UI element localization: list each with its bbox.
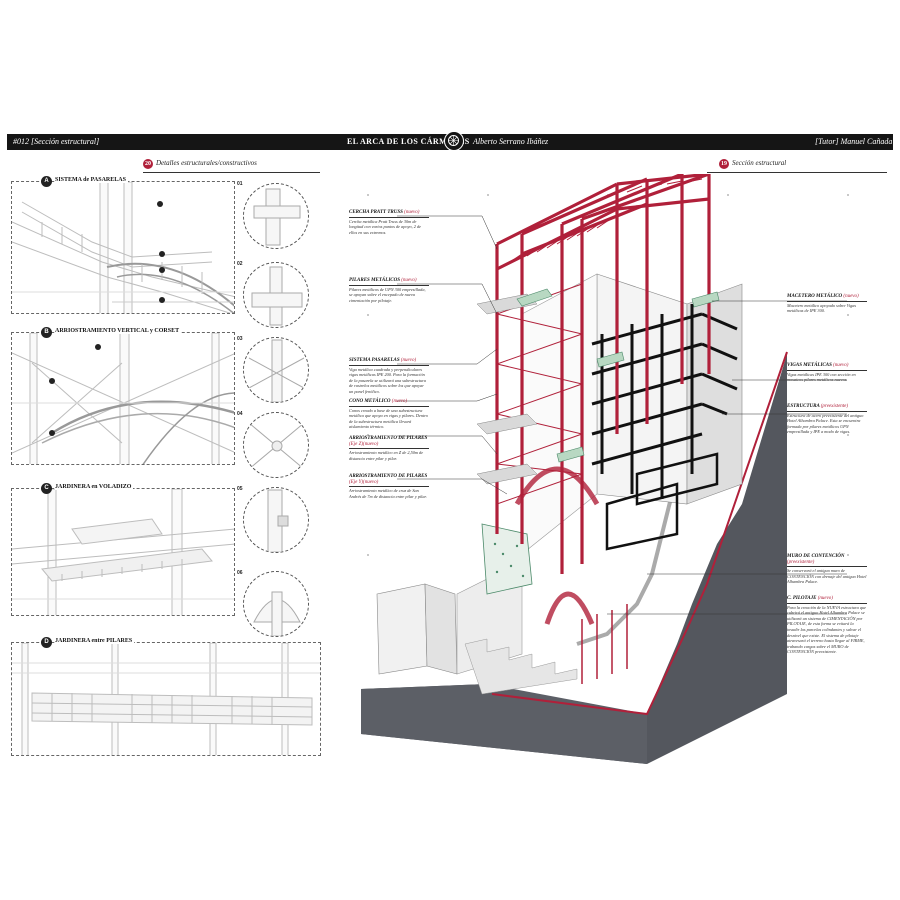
note-title: MURO DE CONTENCIÓN <box>787 554 845 559</box>
note-metal-cone: CONO METÁLICO (nuevo) Conos creado a bas… <box>349 399 429 430</box>
note-title: ESTRUCTURA <box>787 404 820 409</box>
note-tag: (nuevo) <box>404 210 420 215</box>
panel-d <box>11 642 321 756</box>
panel-b <box>11 332 235 465</box>
note-tag: (nuevo) <box>401 278 417 283</box>
detail-number: 02 <box>237 261 243 267</box>
note-pratt-truss: CERCHA PRATT TRUSS (nuevo) Cercha metáli… <box>349 210 429 235</box>
note-title: CERCHA PRATT TRUSS <box>349 210 403 215</box>
note-title: ARRIOSTRAMIENTO DE PILARES <box>349 474 428 479</box>
detail-circle-02 <box>243 262 309 328</box>
note-body: Se conservará el antiguo muro de CONTENC… <box>787 568 867 585</box>
panel-c-badge: C <box>41 483 52 494</box>
planter-between-pillars-drawing <box>12 643 320 755</box>
section-number: 19 <box>719 159 729 169</box>
note-bracing-y: ARRIOSTRAMIENTO DE PILARES (Eje Y)(nuevo… <box>349 474 429 499</box>
detail-circle-05 <box>243 487 309 553</box>
panel-a-title: SISTEMA de PASARELAS <box>55 177 128 183</box>
panel-b-badge: B <box>41 327 52 338</box>
title-bar: #012 [Sección estructural] EL ARCA DE LO… <box>7 131 893 151</box>
note-title: VIGAS METÁLICAS <box>787 363 832 368</box>
detail-circle-04 <box>243 412 309 478</box>
note-body: Vigas metálicas IPE 300 con sección en m… <box>787 371 856 383</box>
drawing-sheet: #012 [Sección estructural] EL ARCA DE LO… <box>7 131 893 764</box>
note-existing-structure: ESTRUCTURA (preexistente) Estructura de … <box>787 404 867 435</box>
note-title: SISTEMA PASARELAS <box>349 358 400 363</box>
note-tag: (nuevo) <box>817 596 833 601</box>
project-logo <box>444 131 464 151</box>
detail-number: 04 <box>237 411 243 417</box>
note-steel-beams: VIGAS METÁLICAS (nuevo) Vigas metálicas … <box>787 363 867 383</box>
structural-section-drawing <box>361 174 849 764</box>
note-body: Macetero metálico apoyado sobre Vigas me… <box>787 302 857 314</box>
note-body: Pilares metálicos de UPN 300 empresillad… <box>349 286 426 303</box>
panel-d-badge: D <box>41 637 52 648</box>
details-label: Detalles estructurales/constructivos <box>156 159 257 167</box>
note-tag: (preexistente) <box>820 404 849 409</box>
note-retaining-wall: MURO DE CONTENCIÓN (preexistente) Se con… <box>787 554 867 585</box>
note-title: C. PILOTAJE <box>787 596 817 601</box>
detail-number: 01 <box>237 181 243 187</box>
note-body: Viga metálica cuadrada y perpendiculares… <box>349 366 426 394</box>
panel-c-title: JARDINERA en VOLADIZO <box>55 484 134 490</box>
walkway-drawing <box>12 182 234 313</box>
bracing-drawing <box>12 333 234 464</box>
note-title: PILARES METÁLICOS <box>349 278 400 283</box>
section-rule <box>707 172 887 173</box>
panel-d-title: JARDINERA entre PILARES <box>55 638 135 644</box>
detail-circle-01 <box>243 183 309 249</box>
note-title: CONO METÁLICO <box>349 399 391 404</box>
panel-a <box>11 181 235 314</box>
note-walkway-system: SISTEMA PASARELAS (nuevo) Viga metálica … <box>349 358 429 395</box>
panel-c <box>11 488 235 616</box>
panel-a-badge: A <box>41 176 52 187</box>
note-planter: MACETERO METÁLICO (nuevo) Macetero metál… <box>787 294 867 314</box>
note-tag: (nuevo) <box>391 399 408 404</box>
section-label: Sección estructural <box>732 159 787 167</box>
details-number: 20 <box>143 159 153 169</box>
note-tag: (nuevo) <box>833 363 849 368</box>
note-tag: (nuevo) <box>400 358 417 363</box>
detail-number: 06 <box>237 570 243 576</box>
tutor-name: [Tutor] Manuel Cañada <box>815 137 893 146</box>
project-title: EL ARCA DE LOS CÁRMENES <box>347 137 470 146</box>
note-bracing-z: ARRIOSTRAMIENTO DE PILARES (Eje Z)(nuevo… <box>349 436 429 461</box>
note-body: Estructura de acero preexistente del ant… <box>787 412 864 435</box>
detail-number: 05 <box>237 486 243 492</box>
cantilever-planter-drawing <box>12 489 234 615</box>
details-rule <box>143 172 320 173</box>
detail-circle-03 <box>243 337 309 403</box>
note-steel-pillars: PILARES METÁLICOS (nuevo) Pilares metáli… <box>349 278 429 303</box>
sheet-label: #012 [Sección estructural] <box>13 137 100 146</box>
note-body: Arriostramiento metálico en Z de 2,50m d… <box>349 450 424 461</box>
note-body: Arriostramiento metálico de cruz de San … <box>349 488 427 499</box>
note-body: Cercha metálica Pratt Truss de 30m de lo… <box>349 218 422 235</box>
author-name: Alberto Serrano Ibáñez <box>473 137 549 146</box>
note-tag: (preexistente) <box>787 559 815 565</box>
note-tag: (Eje Z)(nuevo) <box>349 441 379 447</box>
note-title: MACETERO METÁLICO <box>787 294 843 299</box>
note-body: Conos creado a base de una subestructura… <box>349 407 428 430</box>
note-body: Para la creación de la NUEVA estructura … <box>787 604 867 655</box>
note-title: ARRIOSTRAMIENTO DE PILARES <box>349 436 428 441</box>
detail-number: 03 <box>237 336 243 342</box>
note-piling: C. PILOTAJE (nuevo) Para la creación de … <box>787 596 867 655</box>
note-tag: (nuevo) <box>843 294 859 299</box>
detail-circle-06 <box>243 571 309 637</box>
panel-b-title: ARRIOSTRAMIENTO VERTICAL y CORSET <box>55 328 182 334</box>
note-tag: (Eje Y)(nuevo) <box>349 479 379 485</box>
